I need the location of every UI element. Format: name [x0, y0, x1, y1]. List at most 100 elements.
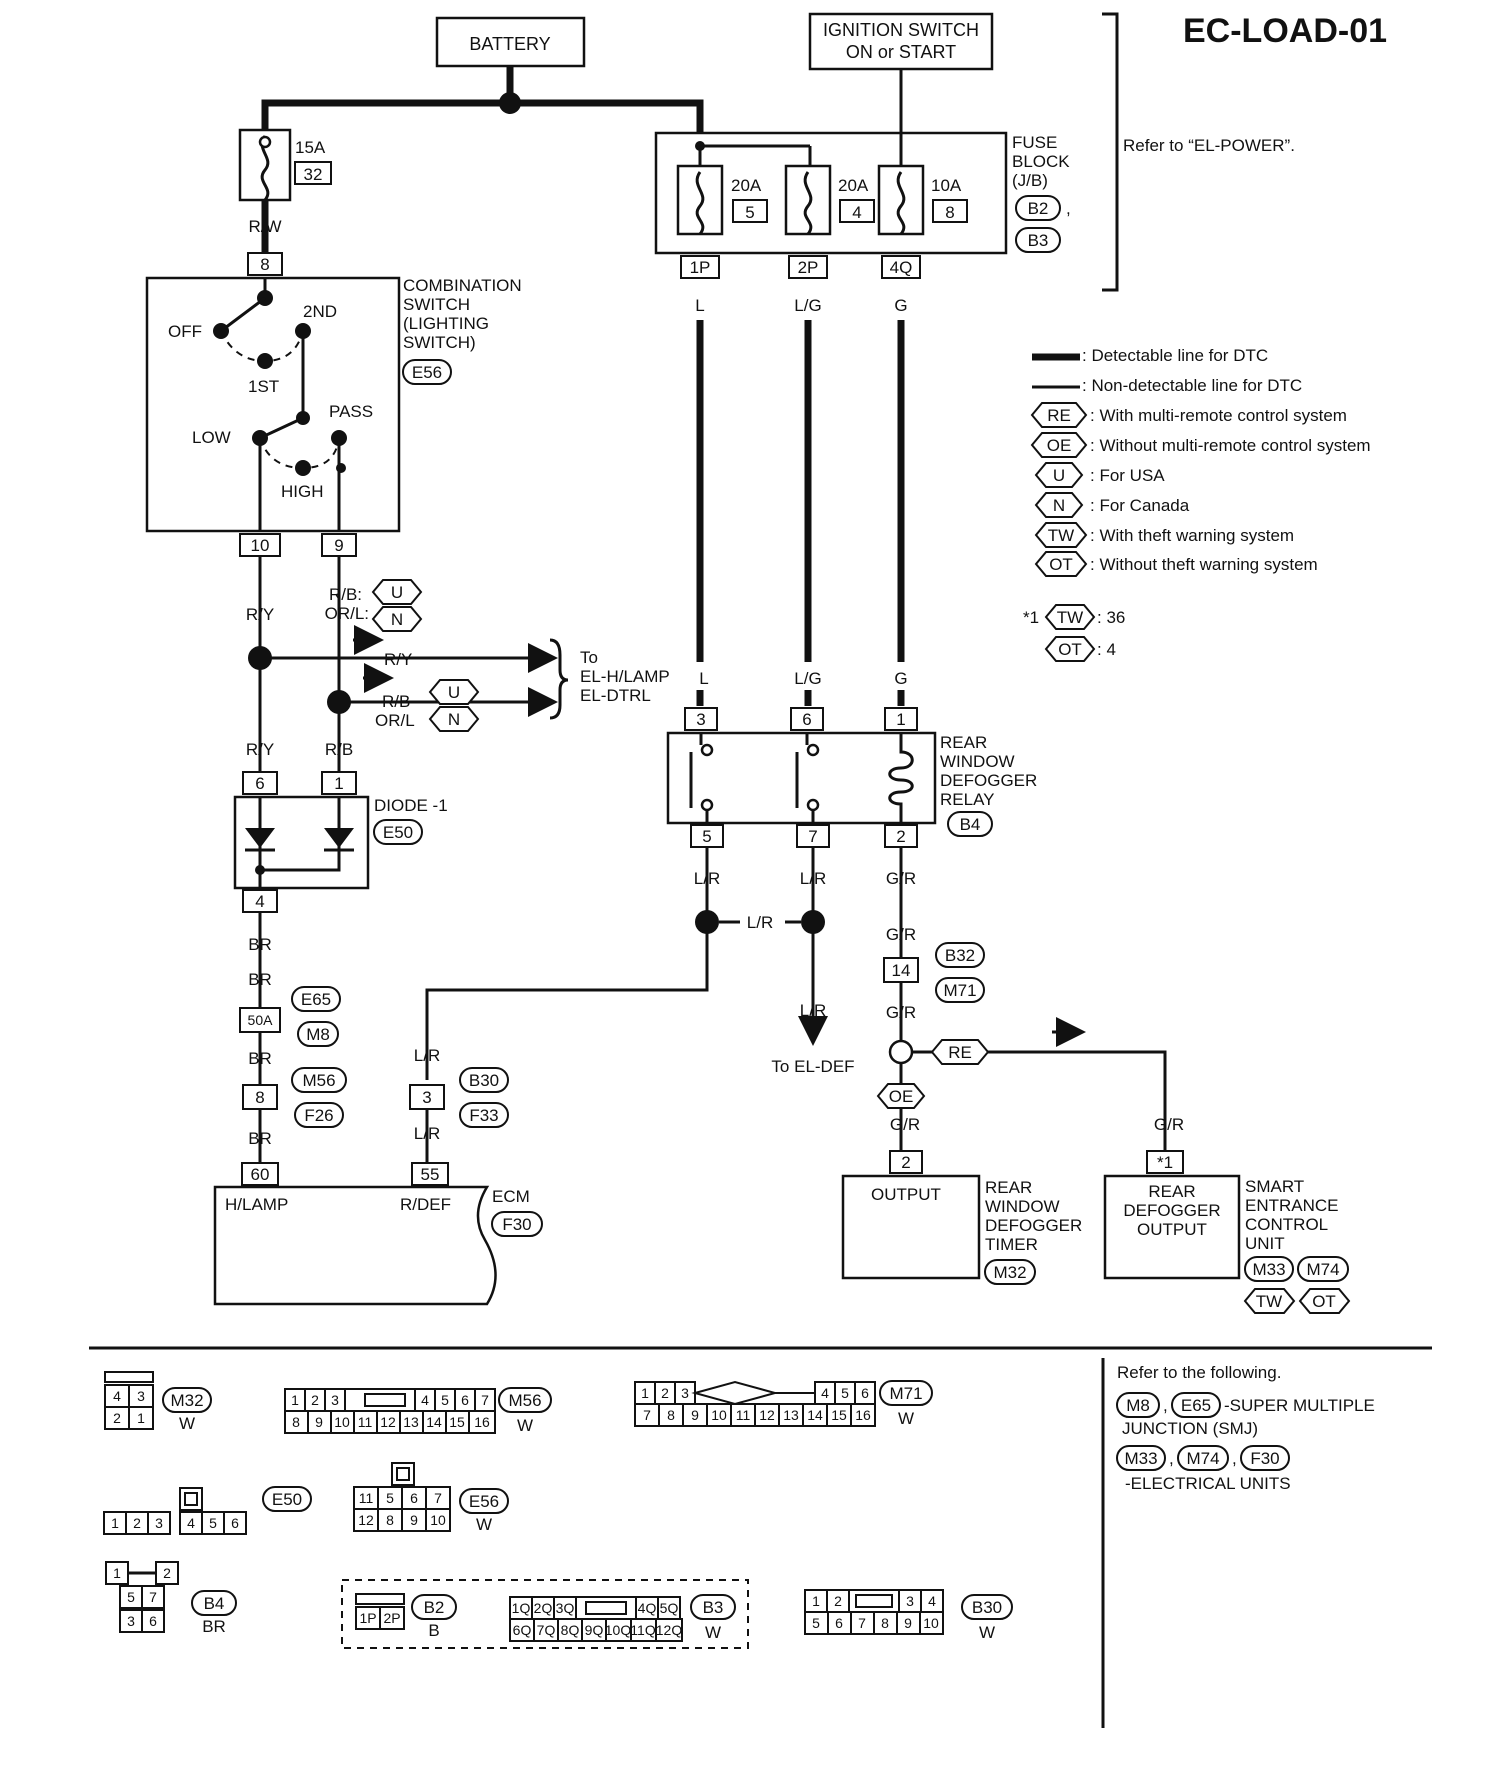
combo-switch-conn: E56: [412, 363, 442, 382]
relay-name-3: DEFOGGER: [940, 771, 1037, 790]
timer-pin-2-box: [889, 1150, 923, 1174]
relay-pin-6: 6: [802, 710, 811, 729]
smart-name-4: UNIT: [1245, 1234, 1285, 1253]
fuse-pin-1p: 1P: [690, 258, 711, 277]
e50-pin: 1: [111, 1515, 119, 1531]
b30-latch-slot: [855, 1594, 893, 1608]
legend-text-5: : For USA: [1090, 466, 1165, 485]
ecm-rdef-label: R/DEF: [400, 1195, 451, 1214]
lr-right-dot: [801, 910, 825, 934]
b4-pin: 6: [149, 1613, 157, 1629]
jc-3-b30-pill: [459, 1067, 509, 1093]
to-el-def: To EL-DEF: [771, 1057, 854, 1076]
e56-id-pill: [459, 1488, 509, 1514]
refer-m74: M74: [1186, 1449, 1219, 1468]
smart-m74: M74: [1306, 1260, 1339, 1279]
refer-sep2: ,: [1169, 1449, 1174, 1468]
tag-n-2-shape: [428, 706, 480, 732]
b3-pin: 7Q: [537, 1622, 556, 1638]
relay-pin-3: 3: [696, 710, 705, 729]
diode-b-bar: [258, 797, 354, 888]
e50-cell: [147, 1511, 171, 1535]
b3-pin: 6Q: [513, 1622, 532, 1638]
fuse-pin-1p-box: [680, 255, 720, 279]
b30-pin: 7: [858, 1615, 866, 1631]
refer-f30-pill: [1240, 1445, 1290, 1471]
connector-e56: 11 5 6 7 12 8 9 10 E56 W: [353, 1462, 509, 1534]
refer-m33-pill: [1116, 1445, 1166, 1471]
wire-l-label-1: L: [695, 296, 704, 315]
relay-conn: B4: [960, 815, 981, 834]
e50-pin: 5: [209, 1515, 217, 1531]
legend-text-8: : Without theft warning system: [1090, 555, 1318, 574]
connector-b30: 1 2 3 4 5 6 7 8 9 10 B30 W: [804, 1589, 1013, 1642]
m71-pin: 1: [641, 1385, 649, 1401]
combo-switch-pin-9: 9: [334, 536, 343, 555]
legend-u-shape: [1034, 462, 1084, 488]
connector-m56: 1 2 3 4 5 6 7 8 9 10 11 12 13 14 15 16 M…: [284, 1387, 552, 1435]
jc-14-pin: 14: [892, 961, 911, 980]
combo-switch-name-3: (LIGHTING: [403, 314, 489, 333]
b3-pin: 2Q: [534, 1600, 553, 1616]
jc-8-pin: 8: [255, 1088, 264, 1107]
fuse-8-body: [877, 164, 925, 236]
diode-conn-pill: [373, 819, 423, 845]
m56-pin: 15: [449, 1414, 465, 1430]
m71-cell: [850, 1403, 876, 1427]
m32-id: M32: [170, 1391, 203, 1410]
legend-text-6: : For Canada: [1090, 496, 1190, 515]
m56-pin: 9: [315, 1414, 323, 1430]
b4-pin: 2: [163, 1565, 171, 1581]
jc-3-f33: F33: [469, 1106, 498, 1125]
e50-pin: 4: [187, 1515, 195, 1531]
smart-ot-shape: [1298, 1288, 1351, 1314]
b3-pin: 11Q: [630, 1622, 656, 1638]
connector-m32: 4 3 2 1 M32 W: [104, 1371, 212, 1433]
jc-8-m56: M56: [302, 1071, 335, 1090]
m56-pin: 5: [441, 1392, 449, 1408]
b4-pin: 1: [113, 1565, 121, 1581]
refer-m8-pill: [1116, 1392, 1160, 1418]
jc-3-box: [409, 1084, 445, 1110]
smj-e65-pill: [291, 986, 341, 1012]
gr-branch-circle: [888, 1039, 914, 1065]
m32-pin: 3: [137, 1388, 145, 1404]
smart-ot: OT: [1312, 1292, 1336, 1311]
relay-sw1-top: [700, 743, 714, 757]
m71-pin: 12: [759, 1407, 775, 1423]
smj-50a-pin: 50A: [248, 1012, 274, 1028]
e50-cell: [223, 1511, 247, 1535]
b2-b3-dashed-frame: [341, 1579, 749, 1649]
smart-tw: TW: [1256, 1292, 1282, 1311]
lr-label-4: L/R: [414, 1046, 440, 1065]
fuse-5-number-box: [732, 199, 768, 223]
e56-latch-inner: [396, 1467, 410, 1481]
combo-switch-body: [145, 276, 401, 533]
m71-latch: [691, 1380, 779, 1406]
fuse-block-b3: B3: [1028, 231, 1049, 250]
e50-id: E50: [272, 1490, 302, 1509]
e50-id-pill: [262, 1486, 312, 1512]
diode-pin-6-box: [242, 771, 278, 795]
smj-e65: E65: [301, 990, 331, 1009]
br-label-2: BR: [248, 970, 272, 989]
b3-pin: 12Q: [656, 1622, 683, 1638]
relay-coil: [888, 733, 914, 823]
m56-pin: 7: [481, 1392, 489, 1408]
diode-a-bar: [245, 797, 275, 870]
m56-pin: 14: [426, 1414, 442, 1430]
b2-latch: [355, 1593, 405, 1605]
e50-pin: 6: [231, 1515, 239, 1531]
connector-b4: 1 2 5 7 3 6 B4 BR: [105, 1561, 237, 1636]
footnote-tw: TW: [1057, 608, 1083, 627]
fuse-8-number: 8: [945, 203, 954, 222]
footnote-ot-val: : 4: [1097, 640, 1116, 659]
ecm-pin-60: 60: [251, 1165, 270, 1184]
b30-pin: 4: [928, 1593, 936, 1609]
m56-cell: [468, 1410, 496, 1434]
m56-pin: 13: [403, 1414, 419, 1430]
b4-pin: 5: [127, 1589, 135, 1605]
relay-sw1-bottom: [700, 798, 714, 812]
b3-color: W: [705, 1623, 721, 1642]
legend-text-3: : With multi-remote control system: [1090, 406, 1347, 425]
